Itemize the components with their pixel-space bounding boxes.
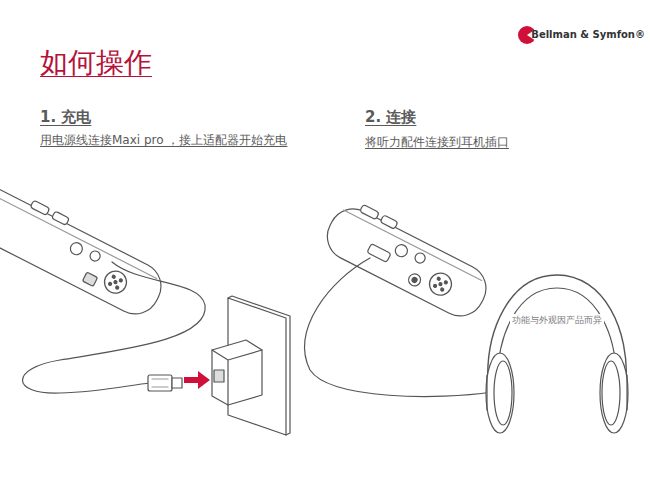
power-adapter	[212, 340, 262, 405]
brand-logo: Bellman & Symfon®	[531, 29, 645, 40]
insert-arrow	[184, 371, 210, 389]
illustration-note: 功能与外观因产品而异	[510, 314, 604, 327]
device-body	[0, 164, 172, 322]
usb-plug	[148, 375, 182, 391]
device-body	[319, 195, 497, 324]
headphone-plug	[367, 244, 391, 263]
headphone-cable	[305, 258, 492, 397]
step-heading: 2. 连接	[365, 108, 416, 127]
step-description: 用电源线连接Maxi pro ，接上适配器开始充电	[40, 133, 295, 147]
step-heading: 1. 充电	[40, 108, 91, 127]
page-title: 如何操作	[40, 46, 152, 80]
step-description: 将听力配件连接到耳机插口	[365, 135, 615, 149]
headphones	[486, 275, 628, 433]
power-cable	[23, 262, 206, 393]
